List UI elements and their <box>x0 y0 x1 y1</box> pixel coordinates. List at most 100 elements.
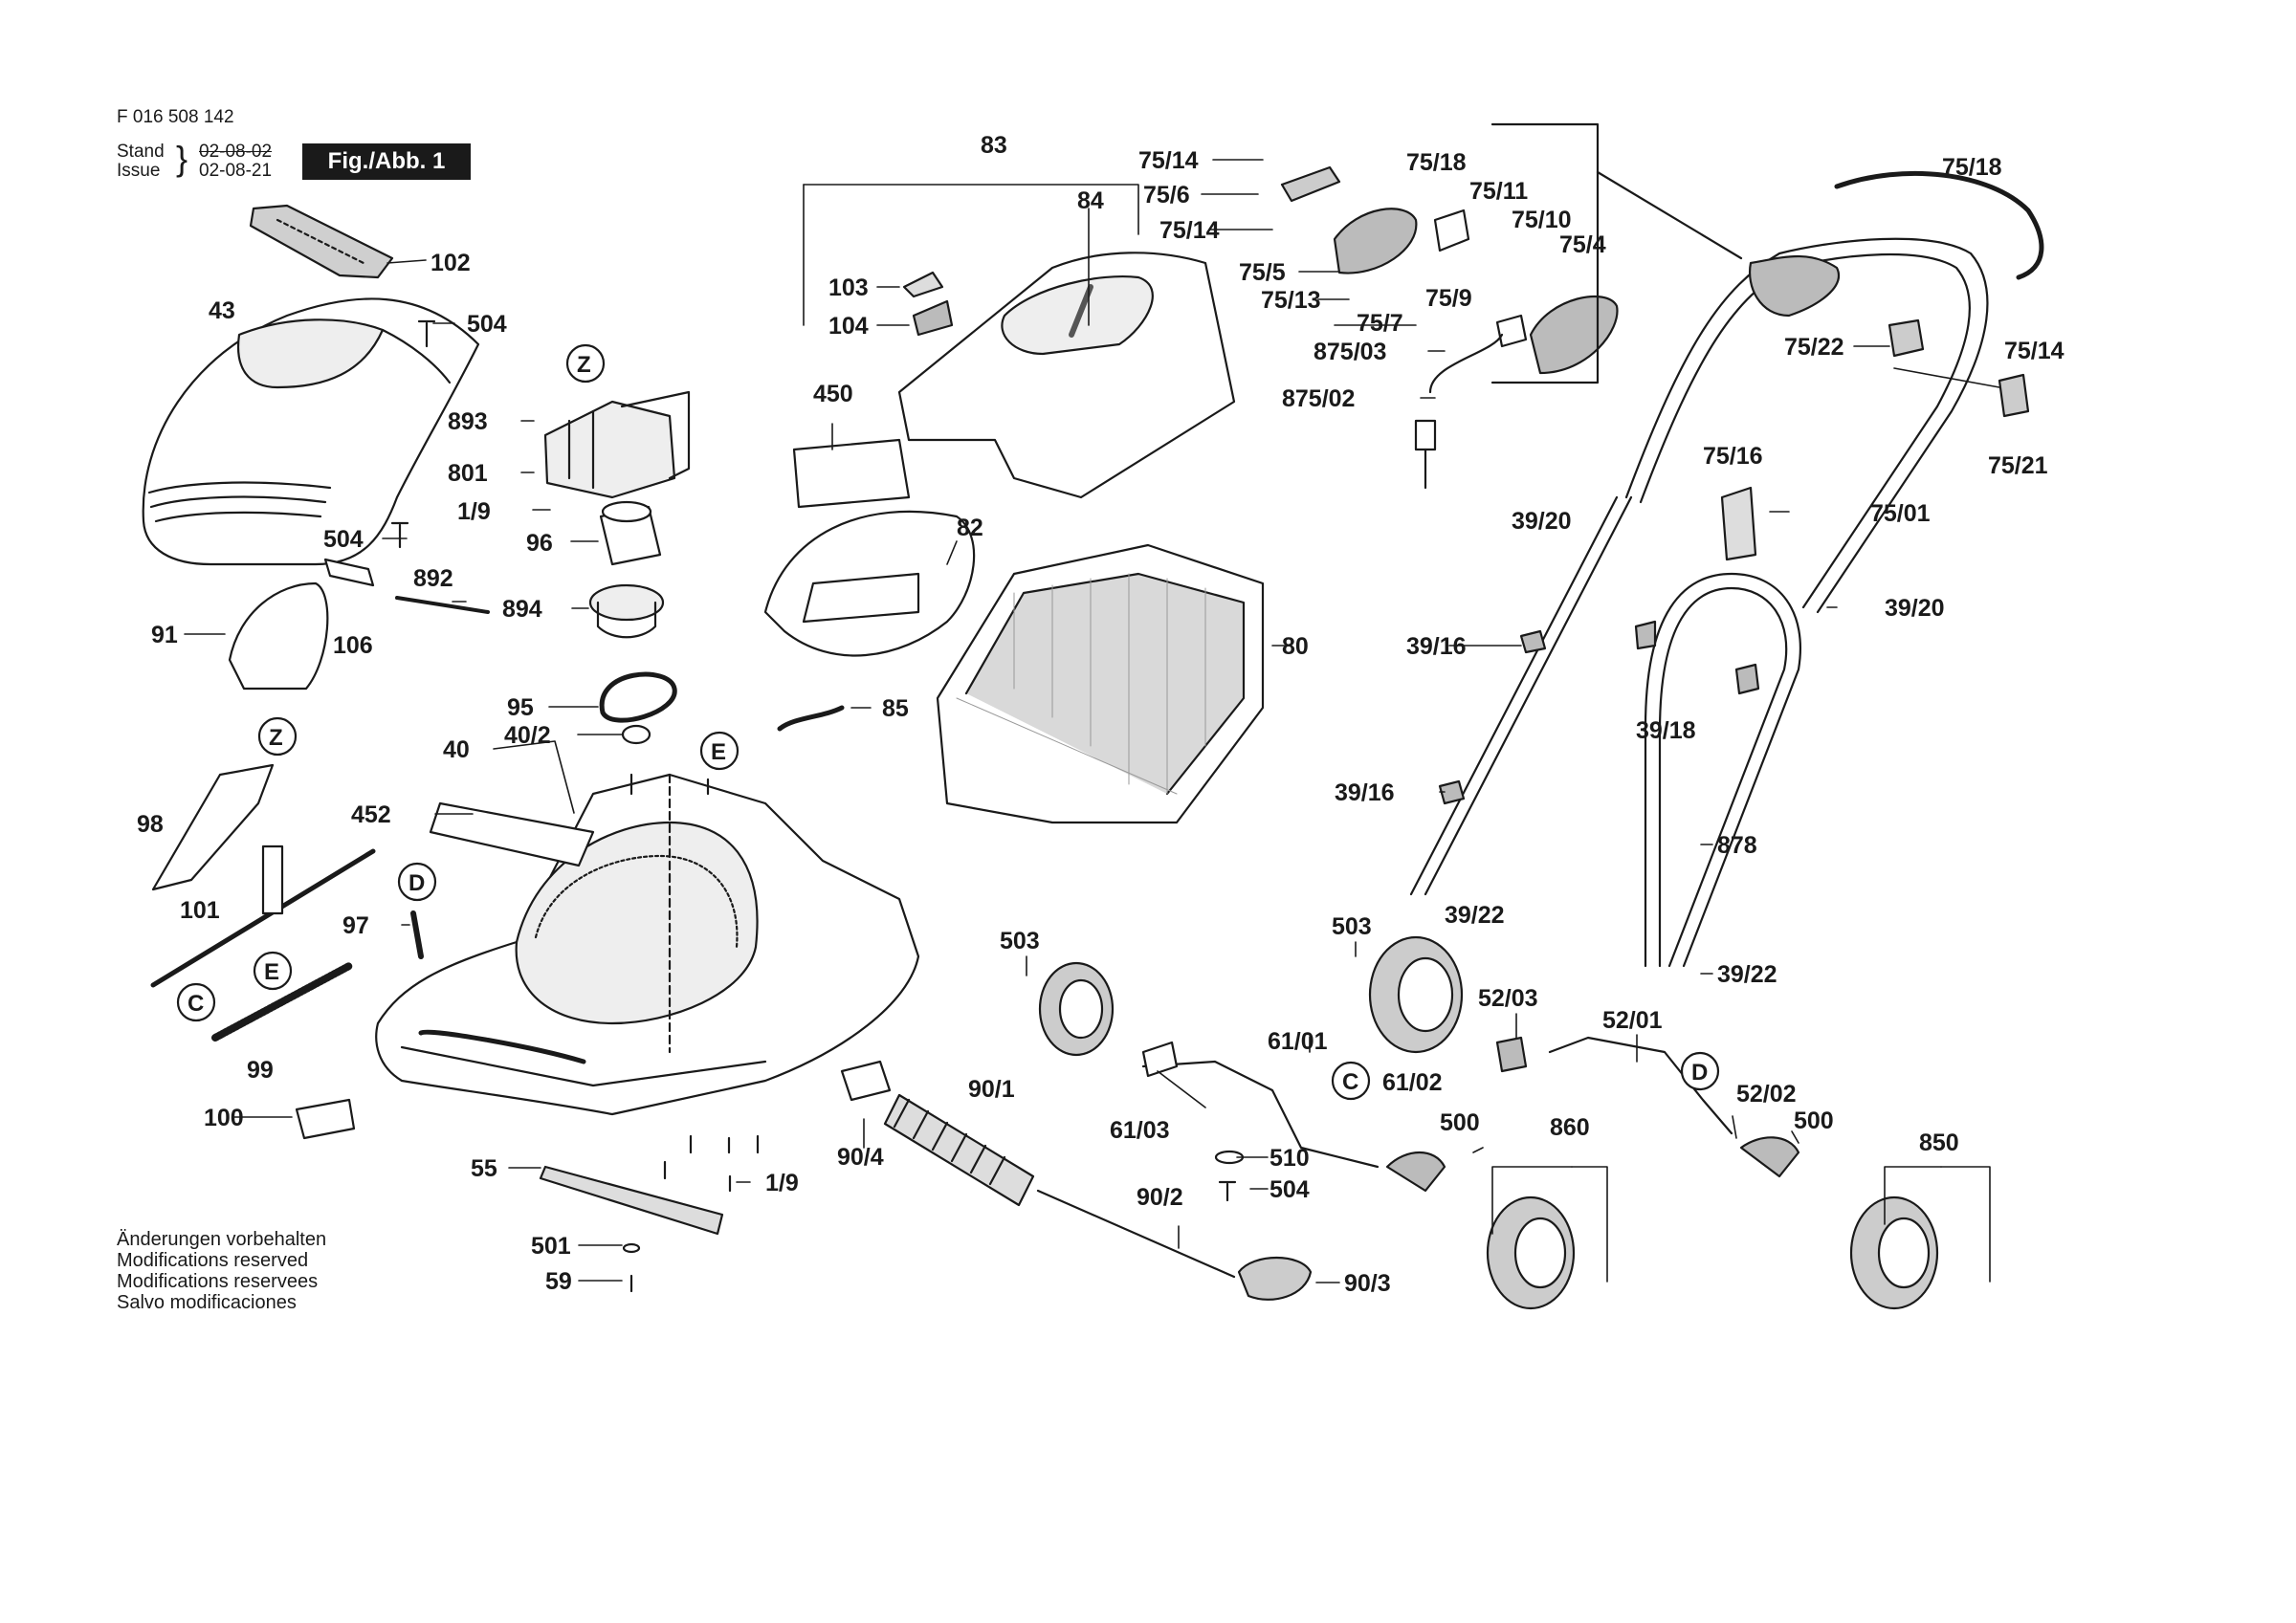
part-label: 75/14 <box>1159 217 1220 244</box>
part-label: 97 <box>342 912 369 939</box>
part-label: 875/03 <box>1314 339 1386 365</box>
part-label: 450 <box>813 381 853 407</box>
part-label: 39/20 <box>1512 508 1572 535</box>
footer-line-fr: Modifications reservees <box>117 1271 319 1292</box>
grass-box-shape <box>936 543 1265 824</box>
part-label: 59 <box>545 1268 572 1295</box>
grass-box-lid-shape <box>897 252 1236 499</box>
part-label: 106 <box>333 632 373 659</box>
ref-letter-e-bottom: E <box>264 959 279 985</box>
part-label: 75/11 <box>1469 178 1528 205</box>
part-label: 1/9 <box>457 498 491 525</box>
part-label: 500 <box>1440 1109 1480 1136</box>
part-label: 104 <box>828 313 869 340</box>
part-label: 98 <box>137 811 164 838</box>
part-label: 801 <box>448 460 488 487</box>
part-label: 875/02 <box>1282 385 1355 412</box>
part-label: 100 <box>204 1105 244 1131</box>
roller-shape <box>883 1093 1035 1207</box>
part-label: 878 <box>1717 832 1757 859</box>
issue-label: Issue <box>117 161 161 181</box>
part-label: 61/02 <box>1382 1069 1443 1096</box>
part-label: 1/9 <box>765 1170 799 1196</box>
part-label: 83 <box>981 132 1007 159</box>
part-label: 90/4 <box>837 1144 884 1171</box>
ref-letter-z-bottom: Z <box>269 725 283 751</box>
part-label: 75/7 <box>1357 310 1403 337</box>
brace-icon: } <box>176 139 188 178</box>
figure-badge: Fig./Abb. 1 <box>302 143 471 180</box>
part-label: 95 <box>507 694 534 721</box>
part-label: 510 <box>1269 1145 1310 1172</box>
ref-letter-d-left: D <box>408 870 425 896</box>
part-label: 503 <box>1332 913 1372 940</box>
ref-letter-d-right: D <box>1691 1060 1708 1086</box>
footer-line-en: Modifications reserved <box>117 1250 309 1271</box>
part-label: 75/18 <box>1942 154 2002 181</box>
part-label: 75/4 <box>1559 231 1606 258</box>
ref-letter-c-left: C <box>188 991 204 1017</box>
part-label: 75/22 <box>1784 334 1844 361</box>
part-label: 75/21 <box>1988 452 2048 479</box>
part-label: 39/16 <box>1335 779 1395 806</box>
part-labels: 102 43 504 893 801 1/9 504 96 892 894 91… <box>137 132 2064 1297</box>
part-label: 43 <box>209 297 235 324</box>
part-label: 452 <box>351 801 391 828</box>
part-label: 52/02 <box>1736 1081 1797 1108</box>
footer-line-es: Salvo modificaciones <box>117 1292 297 1313</box>
part-label: 91 <box>151 622 178 648</box>
part-label: 75/10 <box>1512 207 1572 233</box>
part-label: 40 <box>443 736 470 763</box>
part-label: 39/22 <box>1445 902 1505 929</box>
part-label: 85 <box>882 695 909 722</box>
part-label: 850 <box>1919 1130 1959 1156</box>
part-label: 102 <box>430 250 471 276</box>
part-label: 99 <box>247 1057 274 1084</box>
part-label: 39/20 <box>1885 595 1945 622</box>
part-label: 61/01 <box>1268 1028 1328 1055</box>
part-label: 75/01 <box>1870 500 1931 527</box>
part-label: 52/03 <box>1478 985 1538 1012</box>
part-label: 75/9 <box>1425 285 1472 312</box>
part-label: 55 <box>471 1155 497 1182</box>
part-label: 860 <box>1550 1114 1590 1141</box>
part-label: 39/22 <box>1717 961 1777 988</box>
lower-handle-shape <box>1644 572 1801 968</box>
part-label: 103 <box>828 274 869 301</box>
part-label: 61/03 <box>1110 1117 1170 1144</box>
part-label: 82 <box>957 515 983 541</box>
front-cover-shape <box>142 297 480 566</box>
part-label: 75/16 <box>1703 443 1763 470</box>
part-label: 75/14 <box>2004 338 2064 364</box>
part-label: 892 <box>413 565 453 592</box>
part-label: 504 <box>467 311 507 338</box>
part-label: 894 <box>502 596 542 623</box>
part-label: 80 <box>1282 633 1309 660</box>
part-label: 84 <box>1077 187 1104 214</box>
deck-shape <box>375 773 920 1116</box>
part-label: 90/2 <box>1137 1184 1183 1211</box>
ref-letter-e-top: E <box>711 739 726 765</box>
part-label: 504 <box>1269 1176 1310 1203</box>
stand-date: 02-08-02 <box>199 142 273 162</box>
part-label: 504 <box>323 526 364 553</box>
part-label: 503 <box>1000 928 1040 954</box>
part-label: 39/18 <box>1636 717 1696 744</box>
stand-label: Stand <box>117 142 165 162</box>
footer-line-de: Änderungen vorbehalten <box>117 1229 327 1250</box>
part-label: 40/2 <box>504 722 551 749</box>
motor-shape <box>543 390 691 499</box>
document-number: F 016 508 142 <box>117 107 234 127</box>
part-label: 90/1 <box>968 1076 1015 1103</box>
part-label: 893 <box>448 408 488 435</box>
upper-handle-shape <box>1624 237 1989 614</box>
part-label: 75/14 <box>1138 147 1199 174</box>
part-label: 75/6 <box>1143 182 1190 208</box>
part-label: 90/3 <box>1344 1270 1391 1297</box>
part-label: 52/01 <box>1602 1007 1663 1034</box>
part-label: 75/13 <box>1261 287 1321 314</box>
part-label: 501 <box>531 1233 571 1260</box>
issue-date: 02-08-21 <box>199 161 273 181</box>
modifications-note: Änderungen vorbehalten Modifications res… <box>117 1229 326 1313</box>
